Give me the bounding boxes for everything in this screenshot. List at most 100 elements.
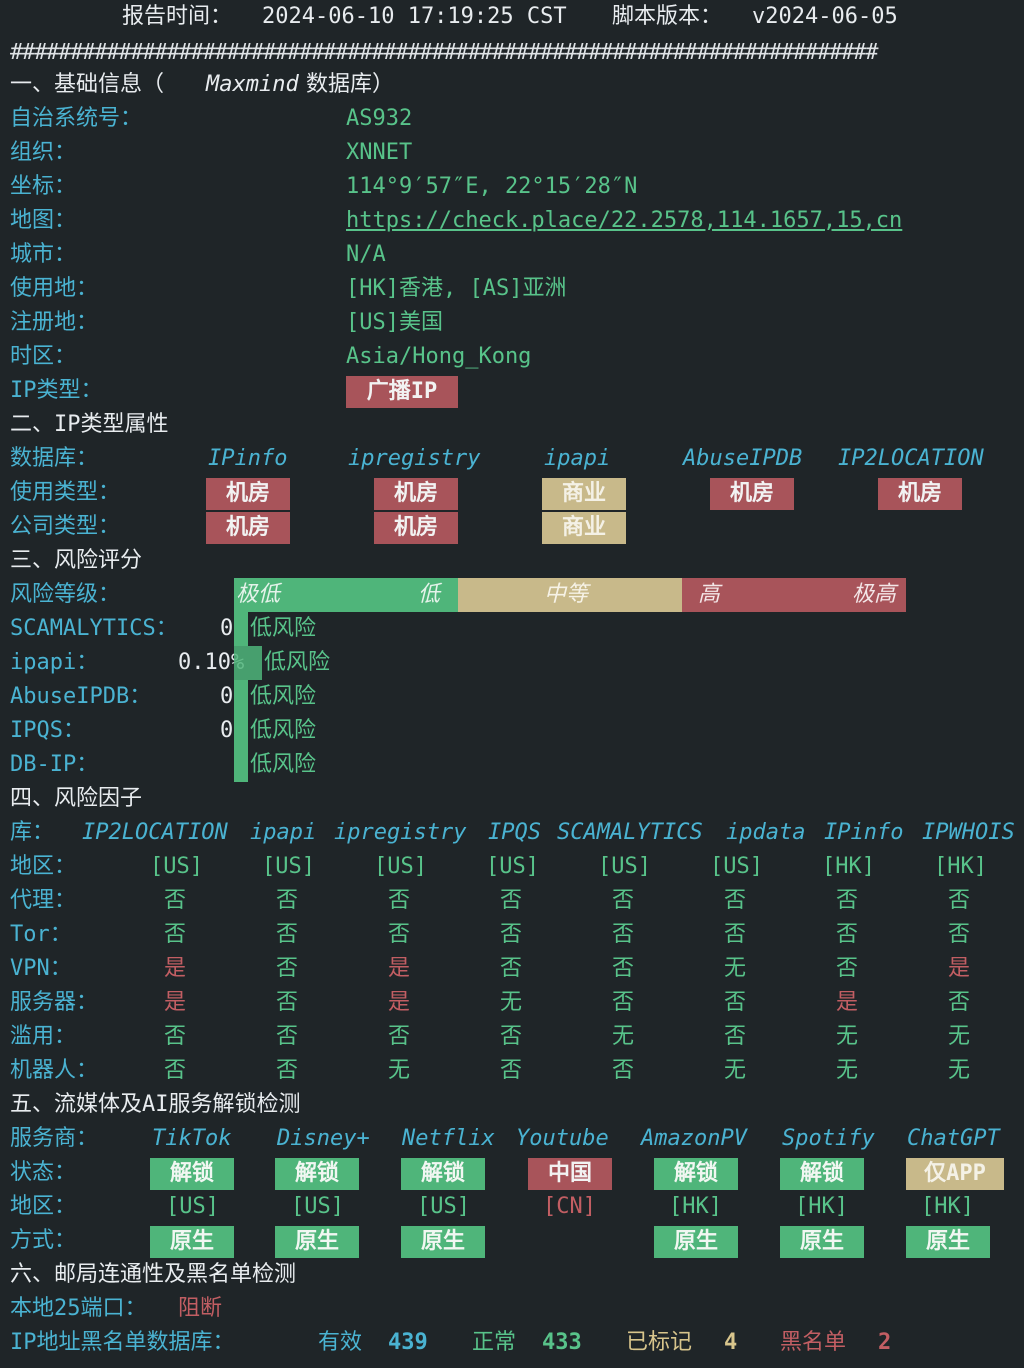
usage-type-badge: 机房 xyxy=(374,478,458,510)
risk-factor-cell: 否 xyxy=(388,1024,411,1049)
risk-factor-cell: [US] xyxy=(486,854,539,879)
risk-factor-row: Tor：否否否否否否否否 xyxy=(0,918,1024,952)
company-type-row: 公司类型： 机房 机房 商业 xyxy=(0,510,1024,544)
db-ipregistry: ipregistry xyxy=(348,446,481,471)
risk-factor-cell: 无 xyxy=(948,1058,971,1083)
timezone-row: 时区： Asia/Hong_Kong xyxy=(0,340,1024,374)
map-link[interactable]: https://check.place/22.2578,114.1657,15,… xyxy=(346,208,903,233)
usage-type-badge: 机房 xyxy=(710,478,794,510)
risk-factor-label: 代理： xyxy=(10,888,77,913)
risk-factor-cell: 否 xyxy=(836,888,859,913)
risk-score-bar xyxy=(234,680,248,714)
registered-location-value: [US]美国 xyxy=(346,310,443,335)
risk-level-text: 低风险 xyxy=(250,752,317,777)
risk-factor-label: VPN： xyxy=(10,956,72,981)
risk-factor-cell: [HK] xyxy=(822,854,875,879)
risk-scale-low: 低 xyxy=(418,582,441,607)
risk-factor-cell: 否 xyxy=(500,922,523,947)
risk-factor-cell: 否 xyxy=(836,956,859,981)
blacklist-black-count: 2 xyxy=(878,1330,892,1355)
unlock-method-badge: 原生 xyxy=(275,1226,359,1258)
registered-location-row: 注册地： [US]美国 xyxy=(0,306,1024,340)
risk-factor-cell: 否 xyxy=(164,1058,187,1083)
report-time: 2024-06-10 17:19:25 CST xyxy=(262,4,567,29)
risk-factor-cell: [US] xyxy=(374,854,427,879)
unlock-status-badge: 解锁 xyxy=(401,1158,485,1190)
risk-factor-cell: 无 xyxy=(388,1058,411,1083)
risk-scale-very-high: 极高 xyxy=(852,582,897,607)
risk-factor-cell: 无 xyxy=(948,1024,971,1049)
risk-row-ipqs: IPQS： 0 低风险 xyxy=(0,714,1024,748)
risk-factor-label: 机器人： xyxy=(10,1058,99,1083)
risk-level-text: 低风险 xyxy=(250,684,317,709)
risk-factor-cell: 否 xyxy=(276,888,299,913)
company-type-badge: 机房 xyxy=(206,512,290,544)
risk-factor-cell: 否 xyxy=(500,956,523,981)
risk-factor-cell: 否 xyxy=(276,922,299,947)
risk-factor-cell: 否 xyxy=(612,990,635,1015)
db-ipinfo: IPinfo xyxy=(208,446,288,471)
port25-status: 阻断 xyxy=(178,1296,223,1321)
risk-factor-cell: 否 xyxy=(388,922,411,947)
risk-score-bar xyxy=(234,612,248,646)
usage-type-badge: 机房 xyxy=(206,478,290,510)
risk-level-text: 低风险 xyxy=(250,718,317,743)
usage-type-badge: 商业 xyxy=(542,478,626,510)
risk-factor-cell: 否 xyxy=(164,922,187,947)
unlock-method-badge: 原生 xyxy=(654,1226,738,1258)
script-version: v2024-06-05 xyxy=(752,4,898,29)
org-row: 组织： XNNET xyxy=(0,136,1024,170)
unlock-status-badge: 解锁 xyxy=(150,1158,234,1190)
risk-factor-cell: [US] xyxy=(150,854,203,879)
db-ip2location: IP2LOCATION xyxy=(838,446,984,471)
risk-factor-row: 滥用：否否否否无否无无 xyxy=(0,1020,1024,1054)
risk-factor-cell: 否 xyxy=(276,1058,299,1083)
risk-factor-cell: 否 xyxy=(500,888,523,913)
risk-factor-cell: 否 xyxy=(276,990,299,1015)
risk-score-bar xyxy=(234,646,262,680)
risk-factor-cell: 是 xyxy=(948,956,971,981)
risk-factor-cell: 否 xyxy=(612,1058,635,1083)
city-row: 城市： N/A xyxy=(0,238,1024,272)
company-type-badge: 机房 xyxy=(374,512,458,544)
risk-scale-mid-segment xyxy=(458,578,682,612)
risk-factor-cell: 否 xyxy=(500,1058,523,1083)
risk-factor-cell: 否 xyxy=(836,922,859,947)
risk-scale-high: 高 xyxy=(698,582,721,607)
unlock-status-badge: 解锁 xyxy=(654,1158,738,1190)
risk-factor-cell: 无 xyxy=(724,956,747,981)
streaming-region-row: 地区： [US] [US] [US] [CN] [HK] [HK] [HK] xyxy=(10,1194,974,1219)
usage-location-row: 使用地： [HK]香港, [AS]亚洲 xyxy=(0,272,1024,306)
ip-type-badge: 广播IP xyxy=(346,376,458,408)
ip-type-row: IP类型： 广播IP xyxy=(0,374,1024,408)
blacklist-valid-count: 439 xyxy=(388,1330,428,1355)
blacklist-marked-count: 4 xyxy=(724,1330,738,1355)
risk-scale-high-segment xyxy=(682,578,906,612)
risk-factor-cell: 否 xyxy=(388,888,411,913)
risk-factor-cell: 否 xyxy=(500,1024,523,1049)
script-version-label: 脚本版本： xyxy=(612,4,723,29)
map-row: 地图： https://check.place/22.2578,114.1657… xyxy=(0,204,1024,238)
risk-level-text: 低风险 xyxy=(250,616,317,641)
risk-factor-cell: [HK] xyxy=(934,854,987,879)
risk-score: 0.10% xyxy=(178,650,245,675)
unlock-status-badge: 解锁 xyxy=(780,1158,864,1190)
city-value: N/A xyxy=(346,242,386,267)
risk-factor-cell: 否 xyxy=(612,956,635,981)
risk-factor-cell: 是 xyxy=(164,956,187,981)
risk-score-bar xyxy=(234,748,248,782)
risk-row-ipapi: ipapi： 0.10% 低风险 xyxy=(0,646,1024,680)
port25-row: 本地25端口： 阻断 xyxy=(0,1292,1024,1326)
risk-factor-cell: 否 xyxy=(164,1024,187,1049)
ip-type-db-row: 数据库： IPinfo ipregistry ipapi AbuseIPDB I… xyxy=(0,442,1024,476)
unlock-method-badge: 原生 xyxy=(780,1226,864,1258)
risk-factor-db-row: 库： IP2LOCATION ipapi ipregistry IPQS SCA… xyxy=(10,820,1015,845)
risk-factor-row: 服务器：是否是无否否是否 xyxy=(0,986,1024,1020)
coord-row: 坐标： 114°9′57″E, 22°15′28″N xyxy=(0,170,1024,204)
risk-scale-mid: 中等 xyxy=(544,582,589,607)
risk-factor-cell: 是 xyxy=(388,956,411,981)
risk-factor-row: VPN：是否是否否无否是 xyxy=(0,952,1024,986)
risk-factor-cell: 否 xyxy=(724,888,747,913)
risk-factor-cell: 否 xyxy=(724,1024,747,1049)
streaming-provider-row: 服务商： TikTok Disney+ Netflix Youtube Amaz… xyxy=(10,1126,1000,1151)
